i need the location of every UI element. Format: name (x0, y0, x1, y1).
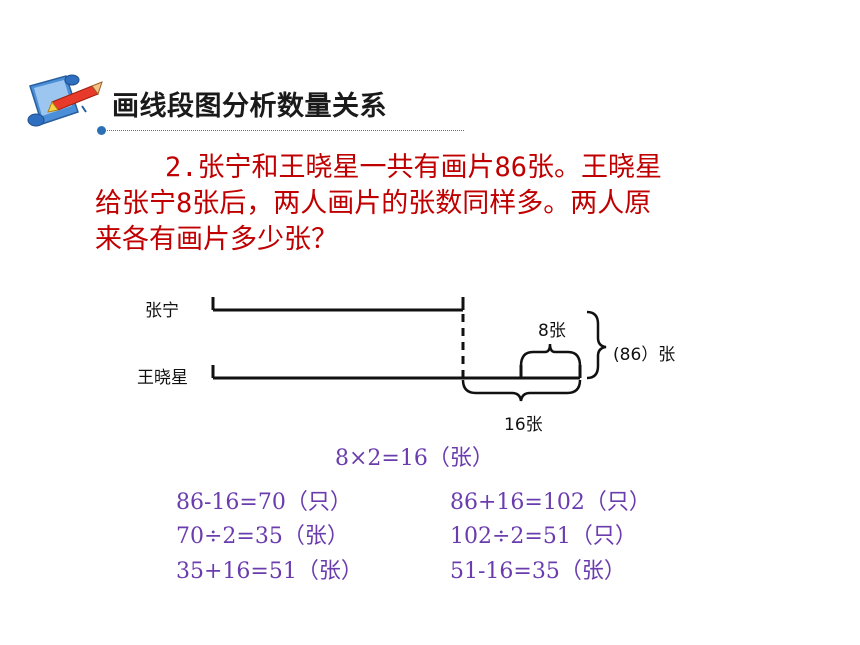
label-total-86: (86）张 (613, 345, 676, 365)
calc-center: 8×2=16（张） (335, 446, 494, 471)
calc-right-1: 86+16=102（只） (450, 490, 651, 515)
brace-total (586, 310, 607, 380)
label-8-zhang: 8张 (538, 321, 566, 341)
label-16-zhang: 16张 (504, 415, 543, 435)
segment-wangxiaoxing (211, 365, 582, 380)
label-wangxiaoxing: 王晓星 (137, 368, 188, 388)
scroll-pencil-icon (27, 74, 103, 127)
calc-right-3: 51-16=35（张） (450, 559, 626, 584)
problem-line-1: 2.张宁和王晓星一共有画片86张。王晓星 (165, 152, 663, 183)
problem-line-3: 来各有画片多少张？ (95, 224, 338, 255)
label-zhangning: 张宁 (145, 301, 179, 321)
calc-right-2: 102÷2=51（只） (450, 524, 637, 549)
heading-underline (104, 130, 464, 131)
segment-zhangning (211, 297, 465, 312)
calc-left-2: 70÷2=35（张） (176, 524, 349, 549)
brace-16 (461, 379, 582, 402)
section-heading: 画线段图分析数量关系 (112, 91, 387, 122)
brace-8 (519, 343, 582, 367)
calc-left-3: 35+16=51（张） (176, 559, 363, 584)
underline-dot (97, 126, 106, 135)
problem-line-2: 给张宁8张后，两人画片的张数同样多。两人原 (95, 188, 652, 219)
calc-left-1: 86-16=70（只） (176, 490, 352, 515)
